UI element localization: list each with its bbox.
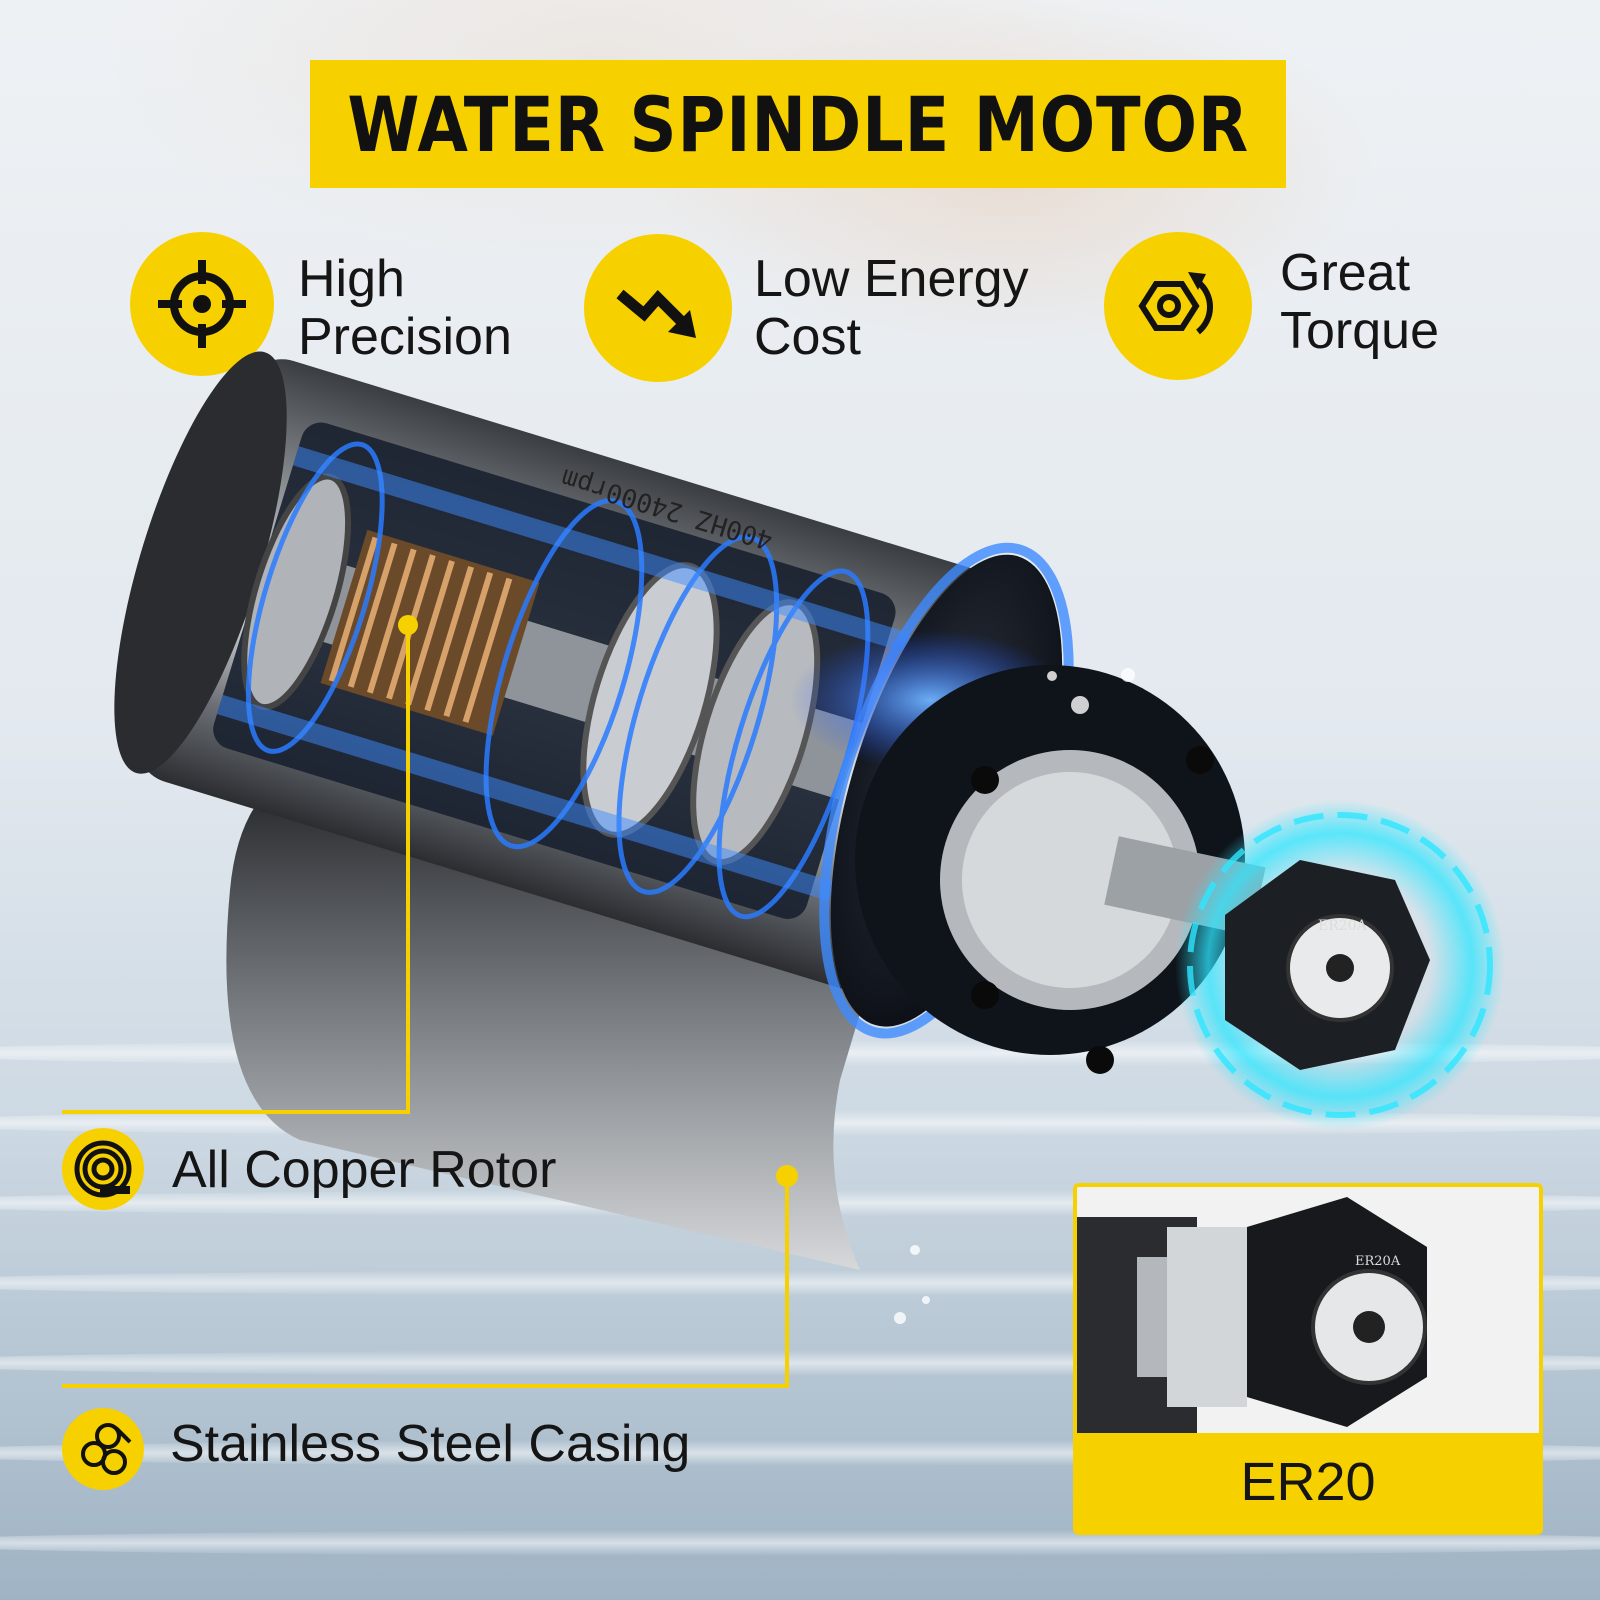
title-banner: WATER SPINDLE MOTOR	[310, 60, 1286, 188]
feature-label-great-torque: Great Torque	[1280, 244, 1439, 360]
callout-stainless-steel-casing: Stainless Steel Casing	[170, 1415, 691, 1473]
feature-label-high-precision: High Precision	[298, 250, 512, 366]
page-title: WATER SPINDLE MOTOR	[347, 79, 1249, 169]
steel-pipes-icon	[62, 1408, 144, 1490]
feature-label-line: Precision	[298, 308, 512, 366]
hex-nut-rotate-icon	[1104, 232, 1252, 380]
inset-collet-mark-text: ER20A	[1355, 1254, 1401, 1269]
inset-label: ER20	[1240, 1452, 1376, 1512]
target-crosshair-icon	[130, 232, 274, 376]
feature-label-line: Low Energy	[754, 250, 1029, 308]
feature-label-line: High	[298, 250, 405, 308]
trend-down-arrow-icon	[584, 234, 732, 382]
collet-closeup-inset: ER20A ER20	[1073, 1183, 1543, 1535]
feature-label-line: Torque	[1280, 302, 1439, 360]
collet-mark-text: ER20A	[1318, 918, 1368, 934]
copper-coil-icon	[62, 1128, 144, 1210]
feature-label-line: Cost	[754, 308, 861, 366]
inset-label-bar: ER20	[1077, 1433, 1539, 1531]
feature-label-line: Great	[1280, 244, 1411, 302]
callout-all-copper-rotor: All Copper Rotor	[172, 1141, 557, 1199]
collet-closeup-image: ER20A	[1077, 1187, 1539, 1437]
feature-label-low-energy-cost: Low Energy Cost	[754, 250, 1029, 366]
